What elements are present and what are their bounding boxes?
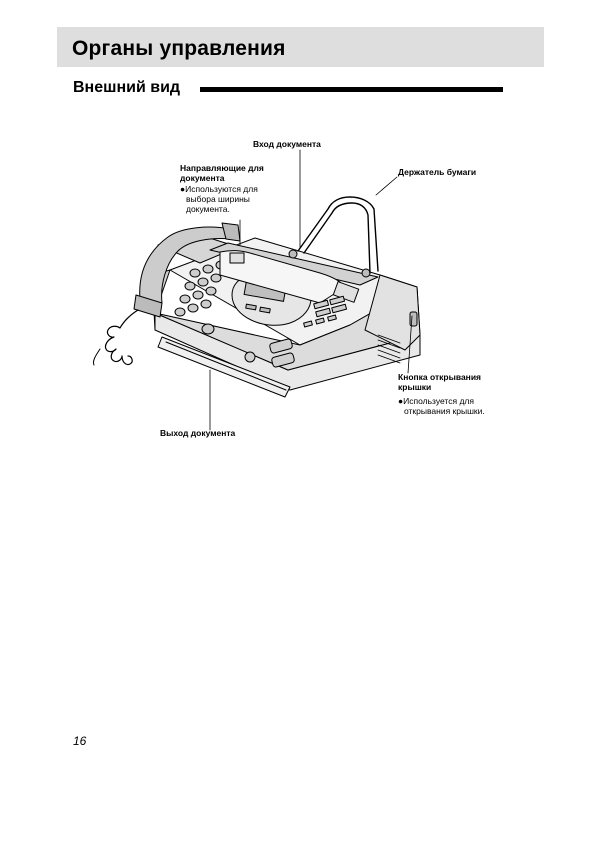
label-document-exit: Выход документа: [160, 428, 236, 438]
note-document-guides-line1: Используются для: [185, 184, 258, 194]
function-buttons: [244, 295, 348, 368]
label-document-guides-line2: документа: [180, 173, 225, 183]
note-cover-open-button-line2: открывания крышки.: [404, 406, 485, 416]
document-guide-left: [229, 252, 245, 264]
page-number: 16: [73, 734, 87, 748]
label-document-guides: Направляющие для документа: [180, 163, 264, 183]
section-title: Внешний вид: [73, 79, 181, 96]
label-cover-open-button-line2: крышки: [398, 382, 432, 392]
label-cover-open-button-line1: Кнопка открывания: [398, 372, 481, 382]
paper-holder-wire: [297, 196, 379, 272]
bullet-icon: ●: [180, 184, 186, 194]
section-rule: [200, 87, 503, 92]
fax-machine-illustration: [93, 149, 421, 431]
title-band: [57, 27, 544, 67]
note-document-guides: ●Используются для выбора ширины документ…: [180, 184, 258, 214]
note-cover-open-button: ●Используется для открывания крышки.: [398, 396, 485, 416]
label-cover-open-button: Кнопка открывания крышки: [398, 372, 481, 392]
page-title: Органы управления: [72, 37, 286, 60]
bullet-icon: ●: [398, 396, 404, 406]
handset-cord: [104, 309, 139, 366]
label-document-entrance: Вход документа: [253, 139, 321, 149]
note-cover-open-button-line1: Используется для: [403, 396, 474, 406]
fax-right-panel: [364, 274, 421, 351]
label-paper-holder: Держатель бумаги: [398, 167, 477, 177]
label-document-guides-line1: Направляющие для: [180, 163, 264, 173]
note-document-guides-line2: выбора ширины: [186, 194, 250, 204]
side-vents: [377, 334, 401, 364]
note-document-guides-line3: документа.: [186, 204, 230, 214]
leader-lines: [209, 149, 413, 431]
